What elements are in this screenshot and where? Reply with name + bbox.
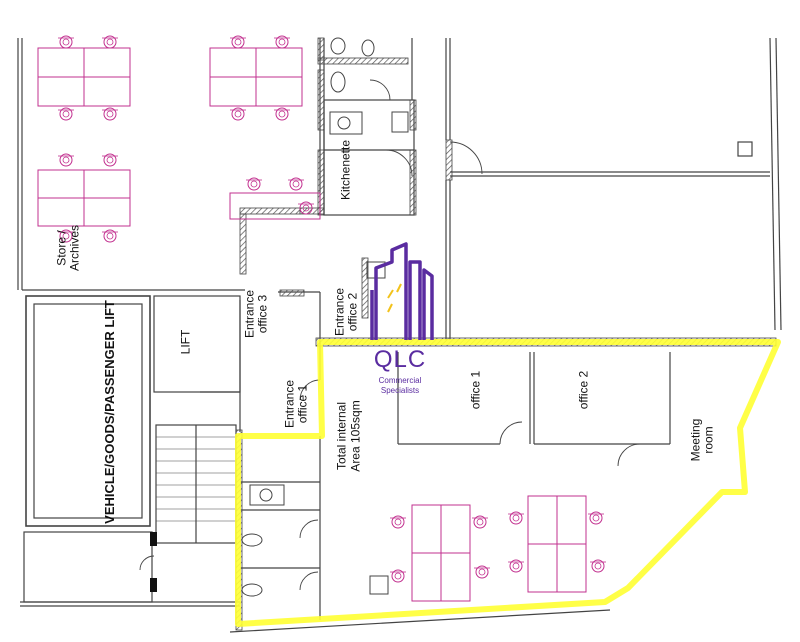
label-entrance-office-2: Entrance office 2 [332,287,359,337]
label-entrance-office-3: Entrance office 3 [242,289,269,339]
logo-line2: Specialists [380,386,420,395]
label-store-archives: Store / Archives [54,224,81,271]
label-office-2: office 2 [576,370,591,410]
stair-treads [156,436,236,522]
label-area-line1: Total internal [334,401,349,471]
label-kitchenette: Kitchenette [338,139,353,201]
logo-line1: Commercial [378,376,422,385]
tenancy-highlight [235,339,781,627]
qlc-logo-graphic [370,242,434,340]
sanitary-fittings [241,37,409,597]
door-marker [150,532,157,546]
hatched-walls [235,37,777,631]
walls [17,37,782,633]
label-vehicle-lift: VEHICLE/GOODS/PASSENGER LIFT [102,300,118,524]
label-area-line2: Area 105sqm [348,400,363,472]
door-swings [139,79,641,591]
door-marker [150,578,157,592]
label-lift: LIFT [178,329,193,355]
label-entrance-office-1: Entrance office 1 [282,379,309,429]
logo-name: QLC [373,346,427,373]
label-meeting-room: Meeting room [688,418,715,462]
desks [37,47,587,602]
label-office-1: office 1 [468,370,483,410]
